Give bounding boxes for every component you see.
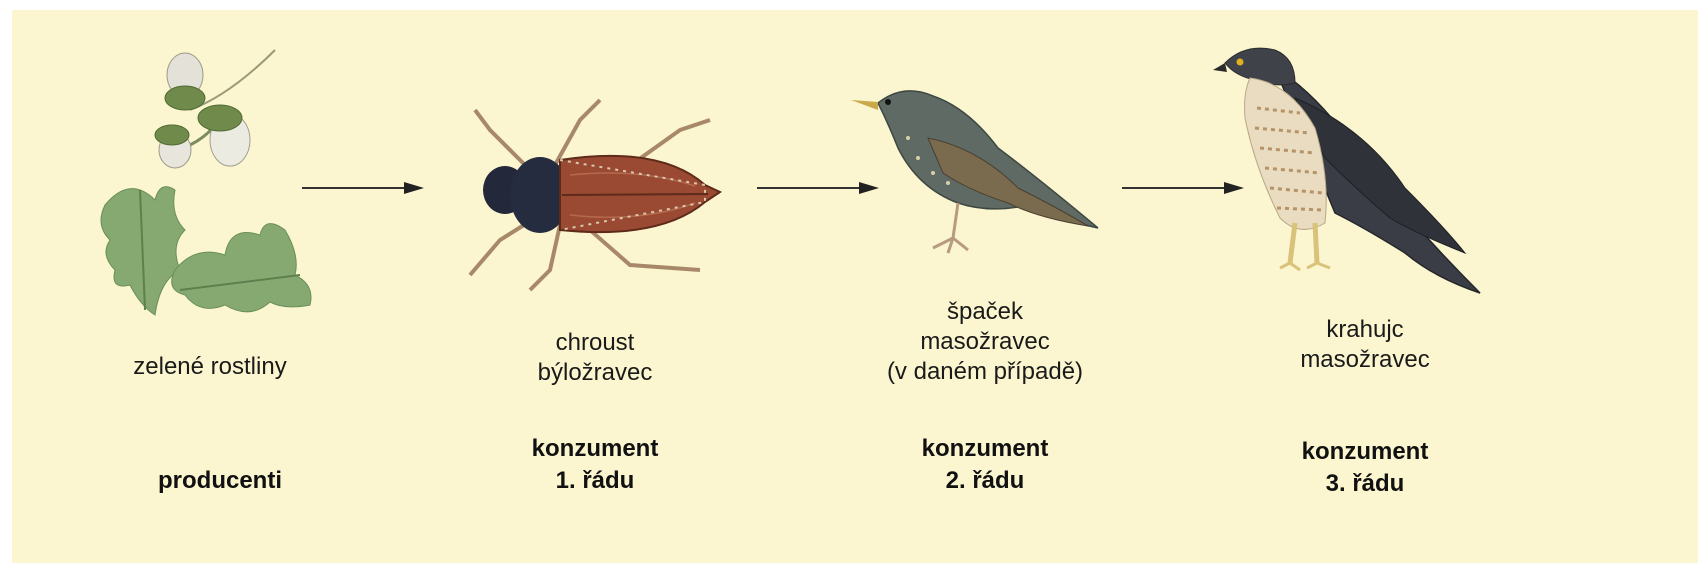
stage-4-role-line-1: konzument bbox=[1245, 436, 1485, 468]
stage-3-role-line-1: konzument bbox=[865, 433, 1105, 465]
arrow-icon bbox=[300, 178, 430, 198]
stage-1-name: zelené rostliny bbox=[95, 352, 325, 382]
cockchafer-beetle-icon bbox=[460, 90, 730, 300]
stage-3-name-line-1: špaček bbox=[835, 297, 1135, 327]
stage-3-name-line-2: masožravec bbox=[835, 327, 1135, 357]
stage-3-role: konzument 2. řádu bbox=[865, 433, 1105, 497]
stage-2-name-line-2: býložravec bbox=[480, 358, 710, 388]
starling-icon bbox=[848, 78, 1108, 258]
stage-4-role-line-2: 3. řádu bbox=[1245, 468, 1485, 500]
stage-4-name: krahujc masožravec bbox=[1235, 315, 1495, 375]
stage-1-role: producenti bbox=[95, 465, 345, 497]
stage-3-name: špaček masožravec (v daném případě) bbox=[835, 297, 1135, 387]
stage-4-name-line-2: masožravec bbox=[1235, 345, 1495, 375]
stage-2-role-line-2: 1. řádu bbox=[480, 465, 710, 497]
stage-2-name: chroust býložravec bbox=[480, 328, 710, 388]
stage-3-name-line-3: (v daném případě) bbox=[835, 357, 1135, 387]
stage-4-name-line-1: krahujc bbox=[1235, 315, 1495, 345]
stage-1-role-line: producenti bbox=[95, 465, 345, 497]
stage-1-name-line: zelené rostliny bbox=[95, 352, 325, 382]
stage-2-role-line-1: konzument bbox=[480, 433, 710, 465]
sparrowhawk-icon bbox=[1205, 38, 1485, 298]
oak-leaves-acorns-icon bbox=[100, 40, 330, 330]
stage-3-role-line-2: 2. řádu bbox=[865, 465, 1105, 497]
stage-2-role: konzument 1. řádu bbox=[480, 433, 710, 497]
stage-4-role: konzument 3. řádu bbox=[1245, 436, 1485, 500]
stage-2-name-line-1: chroust bbox=[480, 328, 710, 358]
